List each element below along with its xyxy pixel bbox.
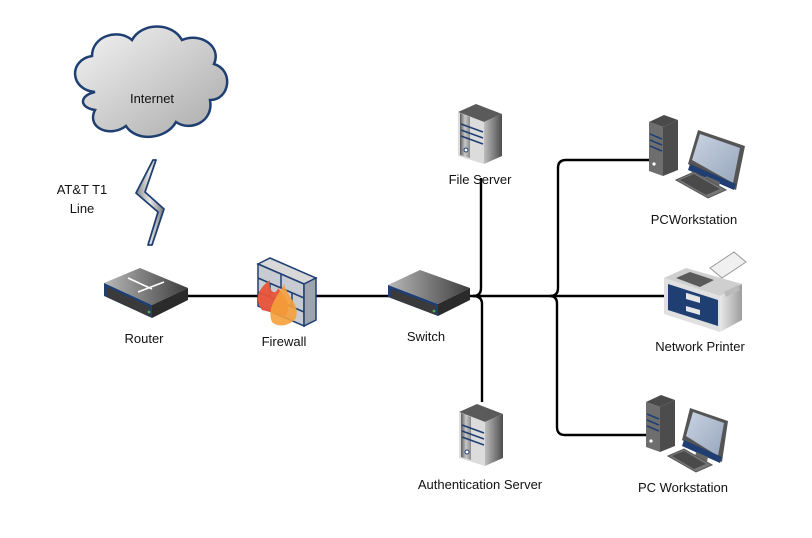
printer-icon bbox=[664, 251, 747, 332]
workstation-icon bbox=[646, 395, 728, 473]
pc-workstation-bottom-label: PC Workstation bbox=[638, 480, 728, 495]
file-server-node[interactable]: File Server bbox=[449, 104, 513, 187]
wire-switch-pc-top bbox=[549, 158, 652, 298]
lightning-bolt-icon bbox=[135, 159, 165, 246]
firewall-icon bbox=[256, 257, 318, 328]
switch-label: Switch bbox=[407, 329, 445, 344]
server-icon bbox=[458, 104, 502, 164]
pc-workstation-top-label: PCWorkstation bbox=[651, 212, 737, 227]
server-icon bbox=[459, 404, 503, 466]
cloud-icon bbox=[73, 25, 229, 139]
switch-icon bbox=[388, 270, 470, 316]
pc-workstation-top-node[interactable]: PCWorkstation bbox=[649, 115, 745, 227]
network-printer-label: Network Printer bbox=[655, 339, 745, 354]
internet-label: Internet bbox=[130, 91, 174, 106]
workstation-icon bbox=[649, 115, 745, 199]
t1-line-label-line1: AT&T T1 bbox=[57, 182, 108, 197]
router-icon bbox=[104, 268, 188, 318]
pc-workstation-bottom-node[interactable]: PC Workstation bbox=[638, 395, 728, 495]
auth-server-node[interactable]: Authentication Server bbox=[418, 404, 543, 492]
t1-line-node: AT&T T1 Line bbox=[57, 159, 165, 246]
firewall-label: Firewall bbox=[262, 334, 307, 349]
auth-server-label: Authentication Server bbox=[418, 477, 543, 492]
switch-node[interactable]: Switch bbox=[388, 270, 470, 344]
router-label: Router bbox=[124, 331, 164, 346]
wire-switch-pc-bottom bbox=[549, 294, 652, 437]
t1-line-label-line2: Line bbox=[70, 201, 95, 216]
internet-node[interactable]: Internet bbox=[73, 25, 229, 139]
wire-switch-auth-server bbox=[472, 294, 484, 402]
router-node[interactable]: Router bbox=[104, 268, 188, 346]
firewall-node[interactable]: Firewall bbox=[256, 257, 318, 349]
network-printer-node[interactable]: Network Printer bbox=[655, 251, 747, 354]
wire-switch-file-server bbox=[472, 178, 483, 298]
file-server-label: File Server bbox=[449, 172, 513, 187]
connections bbox=[188, 158, 668, 437]
